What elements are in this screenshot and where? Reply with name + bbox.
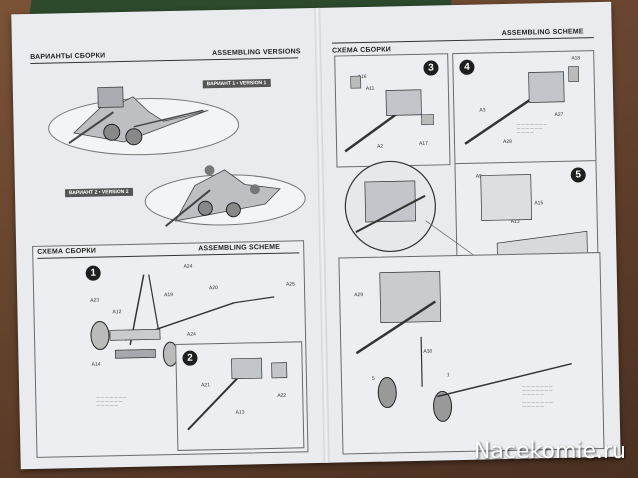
left-scheme-panel: СХЕМА СБОРКИ ASSEMBLING SCHEME 1 A24 A19… xyxy=(32,240,309,458)
versions-illustration xyxy=(48,86,306,227)
step-4-panel: 4 A18 A27 A3 A28 — — — — — — —— — — — — … xyxy=(452,50,597,166)
step-2-illustration xyxy=(187,357,288,431)
step-3-illustration xyxy=(344,75,434,153)
site-watermark: Nacekomie.ru xyxy=(473,439,626,464)
detail-callout xyxy=(344,160,487,265)
step-4-illustration xyxy=(464,66,580,145)
final-note: — — — — — — —— — — — — — —— — — — —— — —… xyxy=(522,384,553,409)
final-assembly-panel: A29 A30 5 1 — — — — — — —— — — — — — —— … xyxy=(338,252,605,455)
step-1-illustration xyxy=(90,274,275,367)
instruction-sheet: ВАРИАНТЫ СБОРКИ ASSEMBLING VERSIONS ВАРИ… xyxy=(11,1,621,470)
step-2-panel: 2 A21 A22 A13 xyxy=(175,341,305,451)
final-assembly-illustration xyxy=(355,271,572,422)
step-3-panel: 3 A16 A11 A17 A2 xyxy=(334,53,451,168)
